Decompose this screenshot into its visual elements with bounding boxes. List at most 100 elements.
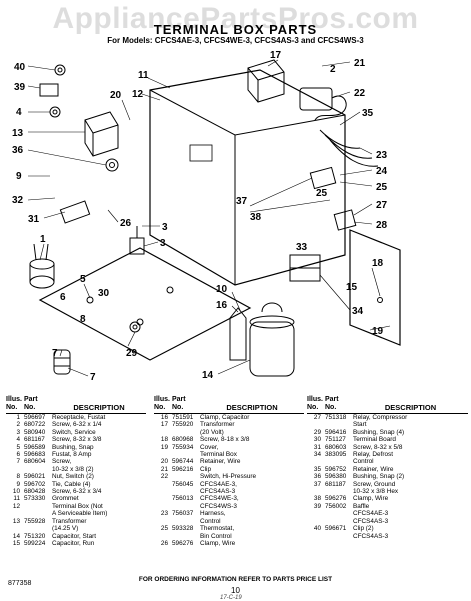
handwritten-note: 17-C-19 (220, 595, 242, 601)
part-description: Bushing, Snap (4) (353, 428, 405, 436)
illus-number: 16 (160, 414, 168, 421)
part-description: Switch, Hi-Pressure (200, 473, 257, 481)
illus-number: 4 (16, 436, 20, 444)
svg-text:39: 39 (14, 82, 26, 93)
part-number: 596276 (172, 539, 194, 547)
part-number: 596276 (325, 495, 347, 503)
document-number: 877358 (8, 580, 32, 587)
part-number: 573330 (24, 495, 46, 503)
transformer-20v (247, 59, 285, 103)
svg-text:15: 15 (346, 282, 358, 293)
svg-text:35: 35 (362, 108, 374, 119)
part-description: Baffle CFCS4AE-3 CFCS4AS-3 (353, 502, 389, 525)
part-description: Clamp, Wire (353, 495, 389, 503)
transformer-14v (84, 111, 119, 157)
part-description: CFCS4WE-3, CFCS4WS-3 (200, 495, 239, 510)
part-number: 756013 (172, 495, 194, 503)
part-number (172, 473, 200, 480)
page-number: 10 (231, 586, 240, 595)
table-header: Illus. No. Part No. DESCRIPTION (154, 396, 304, 414)
svg-text:29: 29 (126, 348, 138, 359)
part-number: 681187 (325, 480, 346, 488)
svg-text:13: 13 (12, 128, 24, 139)
part-number: 751127 (325, 436, 346, 444)
part-number: 596683 (24, 451, 46, 459)
part-number: 596589 (24, 443, 46, 451)
capacitors (229, 302, 295, 377)
illus-number (154, 495, 172, 510)
part-number: 751591 (172, 414, 194, 421)
part-number: 596744 (172, 458, 194, 466)
illus-number: 31 (313, 443, 321, 451)
table-row: 26 596276 Clamp, Wire (154, 540, 304, 547)
part-number: 596216 (172, 465, 194, 473)
relay-assembly (289, 166, 357, 282)
svg-text:12: 12 (132, 89, 144, 100)
part-number: 751318 (325, 414, 347, 421)
part-description: Harness, Control (200, 510, 226, 525)
part-number: 596702 (24, 480, 46, 488)
svg-text:21: 21 (354, 58, 366, 69)
svg-text:20: 20 (110, 90, 122, 101)
illus-number: 34 (313, 451, 321, 459)
part-description: Capacitor, Start (52, 532, 97, 540)
part-number: 593328 (172, 525, 194, 533)
svg-text:7: 7 (52, 348, 58, 359)
part-description: Receptacle, Fustat (52, 414, 106, 421)
illus-number: 26 (160, 539, 168, 547)
part-number: 681167 (24, 436, 45, 444)
terminal-box-cover (349, 229, 401, 346)
svg-text:3: 3 (160, 238, 166, 249)
svg-text:28: 28 (376, 220, 388, 231)
part-description: Tie, Cable (4) (52, 480, 91, 488)
svg-text:2: 2 (330, 64, 336, 75)
part-description: Terminal Box (Not A Serviceable Item) (52, 502, 108, 518)
svg-text:23: 23 (376, 150, 388, 161)
terminal-box (149, 69, 346, 286)
svg-text:4: 4 (16, 107, 22, 118)
illus-number: 23 (160, 510, 168, 518)
illus-number: 27 (313, 414, 321, 421)
svg-text:25: 25 (316, 188, 328, 199)
exploded-parts-diagram: 40 39 4 13 36 9 32 31 11 12 20 17 21 22 … (12, 50, 401, 383)
illus-number: 18 (160, 436, 168, 444)
svg-text:38: 38 (250, 212, 262, 223)
part-description: Terminal Board (353, 436, 396, 444)
svg-text:8: 8 (80, 314, 86, 325)
part-description: Clip (2) CFCS4AS-3 (353, 525, 389, 540)
part-number: 596752 (325, 465, 347, 473)
part-description: Switch, Service (52, 428, 96, 436)
part-number: 755928 (24, 517, 46, 525)
illus-number: 7 (16, 458, 20, 466)
illus-number: 39 (313, 502, 321, 510)
part-description: Thermostat, Bin Control (200, 525, 235, 540)
part-description: Transformer (20 Volt) (200, 421, 235, 436)
part-description: Screw, 6-32 x 1/4 (52, 421, 102, 429)
ordering-note: FOR ORDERING INFORMATION REFER TO PARTS … (138, 576, 333, 583)
svg-text:19: 19 (372, 326, 384, 337)
svg-text:27: 27 (376, 200, 388, 211)
part-number: 596671 (325, 525, 347, 533)
part-description: Screw, 6-32 x 3/4 (52, 488, 102, 496)
part-description: Transformer (14.25 V) (52, 517, 87, 533)
part-description: Clamp, Wire (200, 539, 236, 547)
